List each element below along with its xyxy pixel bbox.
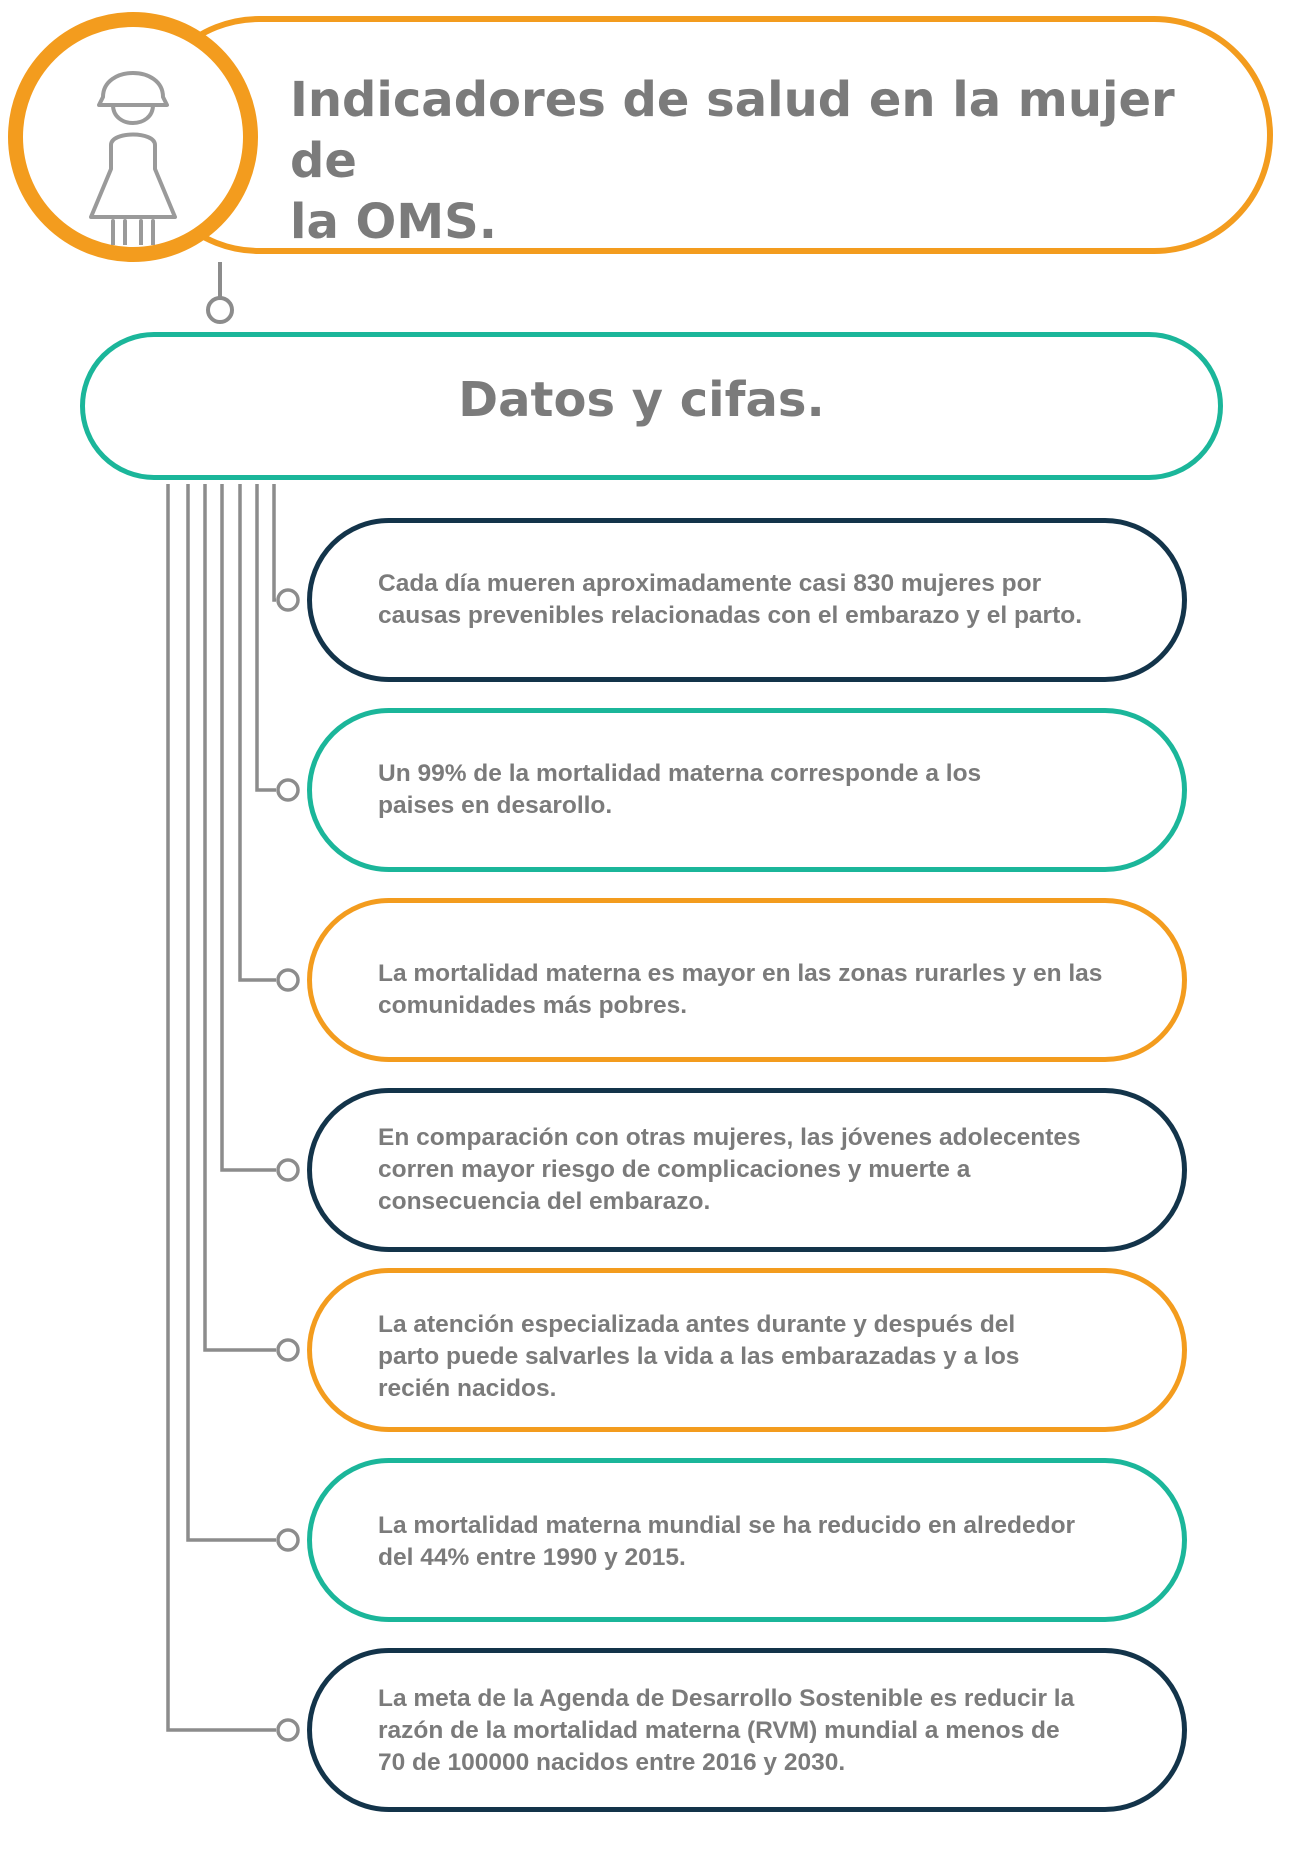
branch-node: [276, 1158, 300, 1182]
fact-text: La atención especializada antes durante …: [378, 1309, 1193, 1405]
fact-card: [307, 1088, 1187, 1252]
branch-line: [272, 484, 276, 602]
fact-text-line: razón de la mortalidad materna (RVM) mun…: [378, 1717, 1060, 1744]
fact-text: La mortalidad materna es mayor en las zo…: [378, 958, 1193, 1022]
branch-line: [186, 484, 276, 1542]
section-banner: [80, 332, 1223, 480]
branch-line: [220, 484, 276, 1172]
branch-node: [276, 588, 300, 612]
woman-icon: [89, 71, 177, 245]
fact-text-line: paises en desarollo.: [378, 792, 613, 819]
fact-card: [307, 708, 1187, 872]
fact-text-line: del 44% entre 1990 y 2015.: [378, 1544, 686, 1571]
branch-node: [276, 1528, 300, 1552]
fact-text: Cada día mueren aproximadamente casi 830…: [378, 568, 1193, 632]
branch-node: [276, 1718, 300, 1742]
fact-text-line: Cada día mueren aproximadamente casi 830…: [378, 570, 1042, 597]
page-title-line1: Indicadores de salud en la mujer de: [290, 72, 1175, 189]
branch-node: [276, 1338, 300, 1362]
branch-line: [238, 484, 276, 982]
fact-text-line: corren mayor riesgo de complicaciones y …: [378, 1156, 971, 1183]
fact-text-line: La mortalidad materna mundial se ha redu…: [378, 1512, 1076, 1539]
branch-line: [255, 484, 276, 792]
fact-text: Un 99% de la mortalidad materna correspo…: [378, 758, 1193, 822]
fact-card: [307, 1268, 1187, 1432]
title-banner: [140, 16, 1273, 254]
fact-text: La mortalidad materna mundial se ha redu…: [378, 1510, 1193, 1574]
branch-line: [166, 484, 276, 1732]
fact-text: En comparación con otras mujeres, las jó…: [378, 1122, 1193, 1218]
fact-text-line: La atención especializada antes durante …: [378, 1311, 1016, 1338]
fact-text-line: parto puede salvarles la vida a las emba…: [378, 1343, 1020, 1370]
branch-line: [203, 484, 276, 1352]
fact-card: [307, 1458, 1187, 1622]
branch-node: [276, 778, 300, 802]
fact-text-line: consecuencia del embarazo.: [378, 1188, 711, 1215]
fact-text-line: La mortalidad materna es mayor en las zo…: [378, 960, 1103, 987]
fact-text-line: causas prevenibles relacionadas con el e…: [378, 602, 1083, 629]
fact-text-line: Un 99% de la mortalidad materna correspo…: [378, 760, 982, 787]
fact-text-line: La meta de la Agenda de Desarrollo Soste…: [378, 1685, 1075, 1712]
fact-card: [307, 518, 1187, 682]
title-connector-node: [206, 296, 234, 324]
fact-text-line: comunidades más pobres.: [378, 992, 688, 1019]
fact-text-line: En comparación con otras mujeres, las jó…: [378, 1124, 1081, 1151]
page-title-line2: la OMS.: [290, 194, 497, 250]
fact-card: [307, 1648, 1187, 1812]
fact-text-line: 70 de 100000 nacidos entre 2016 y 2030.: [378, 1749, 846, 1776]
avatar-ring: [8, 12, 258, 262]
page-title: Indicadores de salud en la mujer de la O…: [290, 70, 1250, 253]
fact-text: La meta de la Agenda de Desarrollo Soste…: [378, 1683, 1193, 1779]
branch-node: [276, 968, 300, 992]
section-title: Datos y cifas.: [458, 372, 825, 428]
fact-card: [307, 898, 1187, 1062]
fact-text-line: recién nacidos.: [378, 1375, 557, 1402]
